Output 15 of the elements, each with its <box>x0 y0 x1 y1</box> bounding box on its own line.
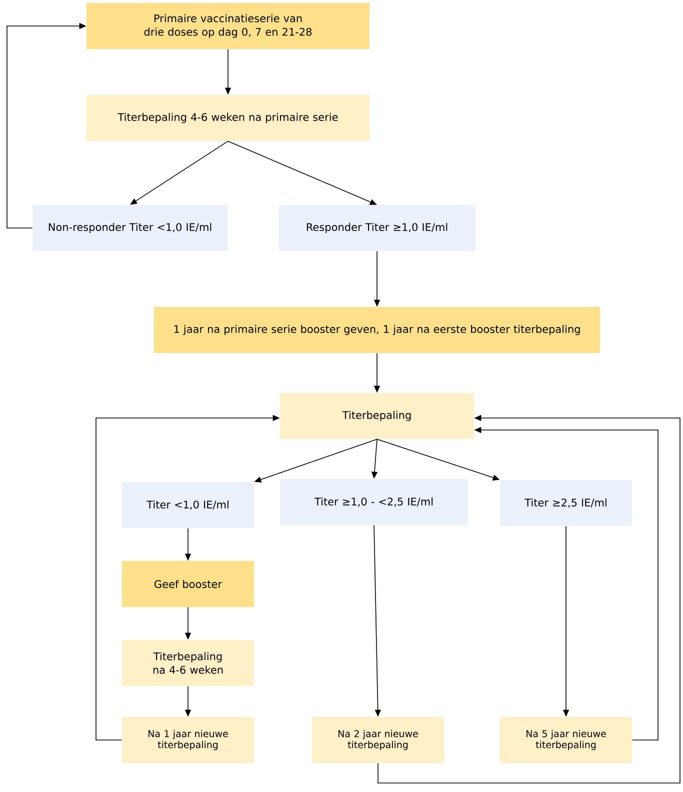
process-box: 1 jaar na primaire serie booster geven, 1 jaar na eerste booster titerbepaling <box>154 307 600 353</box>
process-box: Geef booster <box>122 561 254 607</box>
process-box: Titer <1,0 IE/ml <box>122 482 254 528</box>
process-box: Titerbepaling <box>280 393 474 439</box>
process-box: Titer ≥2,5 IE/ml <box>500 480 632 526</box>
process-box: Titer ≥1,0 - <2,5 IE/ml <box>280 479 468 525</box>
process-box: Non-responder Titer <1,0 IE/ml <box>32 205 228 251</box>
arrow <box>130 140 228 205</box>
process-box: Titerbepaling na 4-6 weken <box>122 640 254 686</box>
process-box: Primaire vaccinatieserie van drie doses op dag 0, 7 en 21-28 <box>86 3 370 49</box>
process-box: Responder Titer ≥1,0 IE/ml <box>279 205 475 251</box>
process-box: Na 1 jaar nieuwe titerbepaling <box>122 717 254 763</box>
process-box: Na 2 jaar nieuwe titerbepaling <box>312 717 444 763</box>
process-box: Titerbepaling 4-6 weken na primaire serie <box>86 95 370 141</box>
process-box: Na 5 jaar nieuwe titerbepaling <box>500 717 632 763</box>
